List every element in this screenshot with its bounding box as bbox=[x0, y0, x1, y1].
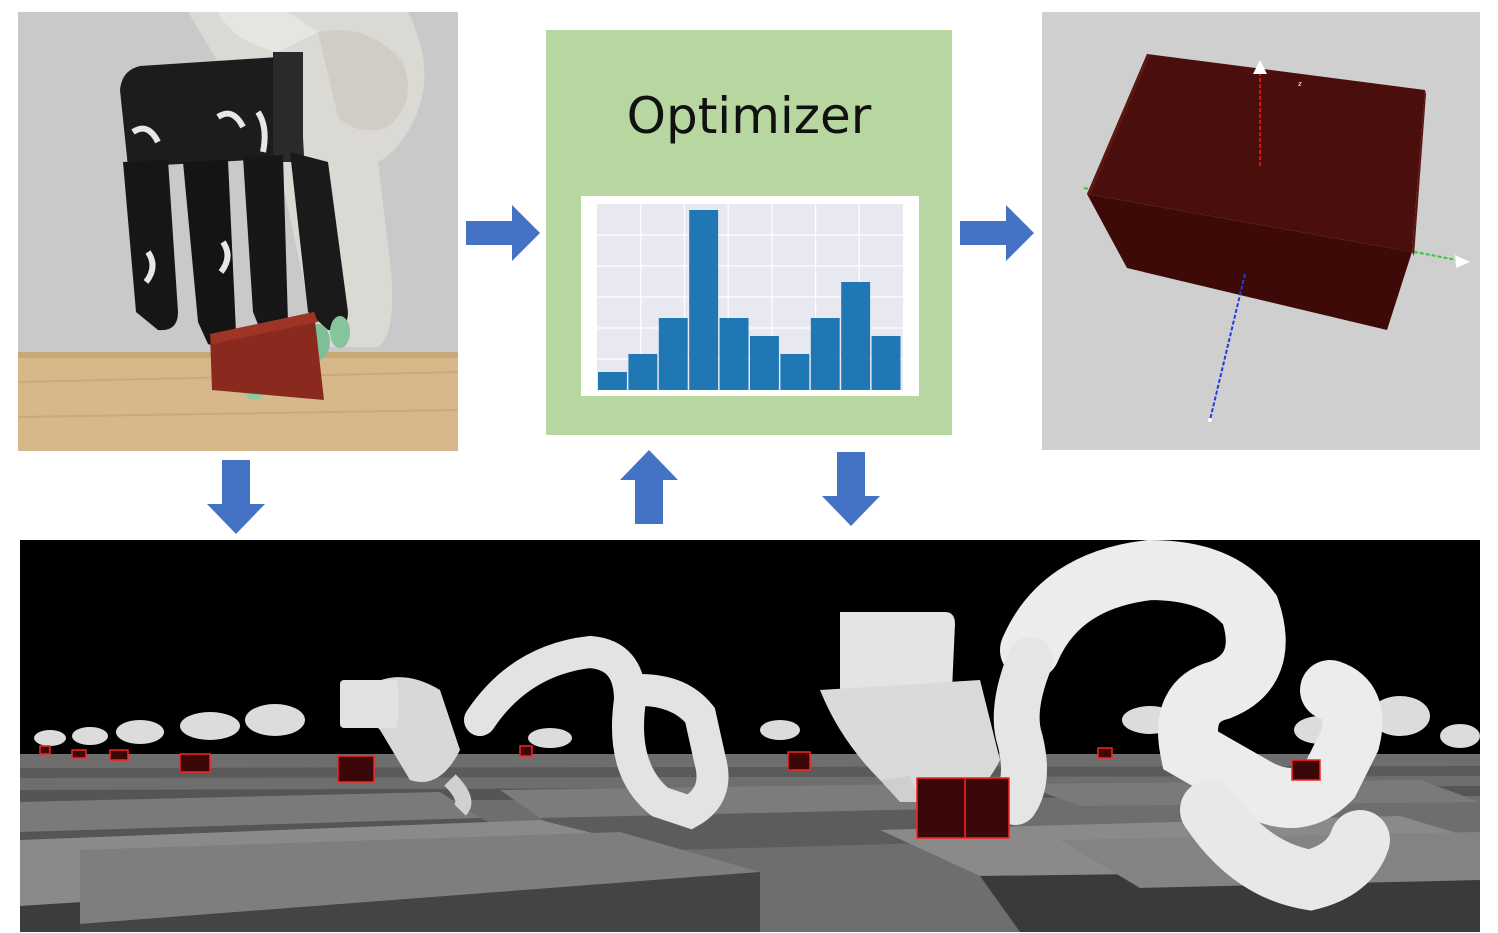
object-pose-view: z bbox=[1042, 12, 1480, 450]
histogram-bar bbox=[810, 318, 840, 390]
robot-hand-photo bbox=[18, 12, 458, 451]
histogram-bar bbox=[719, 318, 749, 390]
histogram-bar bbox=[598, 372, 627, 390]
optimizer-box: Optimizer bbox=[546, 30, 952, 435]
arrow-down-optimizer-to-sim bbox=[822, 452, 880, 526]
axis-label-z: z bbox=[1298, 80, 1302, 88]
histogram-bar bbox=[750, 336, 779, 390]
histogram-bar bbox=[658, 318, 688, 390]
histogram-chart bbox=[581, 196, 919, 396]
histogram-bar bbox=[689, 210, 719, 390]
histogram-bar bbox=[628, 354, 658, 390]
arrow-right-optimizer-to-pose bbox=[960, 205, 1034, 261]
histogram-bar bbox=[871, 336, 901, 390]
optimizer-title: Optimizer bbox=[626, 87, 872, 145]
arrow-down-photo-to-sim bbox=[207, 460, 265, 534]
histogram-bar bbox=[780, 354, 810, 390]
arrow-up-sim-to-optimizer bbox=[620, 450, 678, 524]
arrow-right-photo-to-optimizer bbox=[466, 205, 540, 261]
histogram-bar bbox=[841, 282, 871, 390]
simulation-scene bbox=[20, 540, 1480, 932]
